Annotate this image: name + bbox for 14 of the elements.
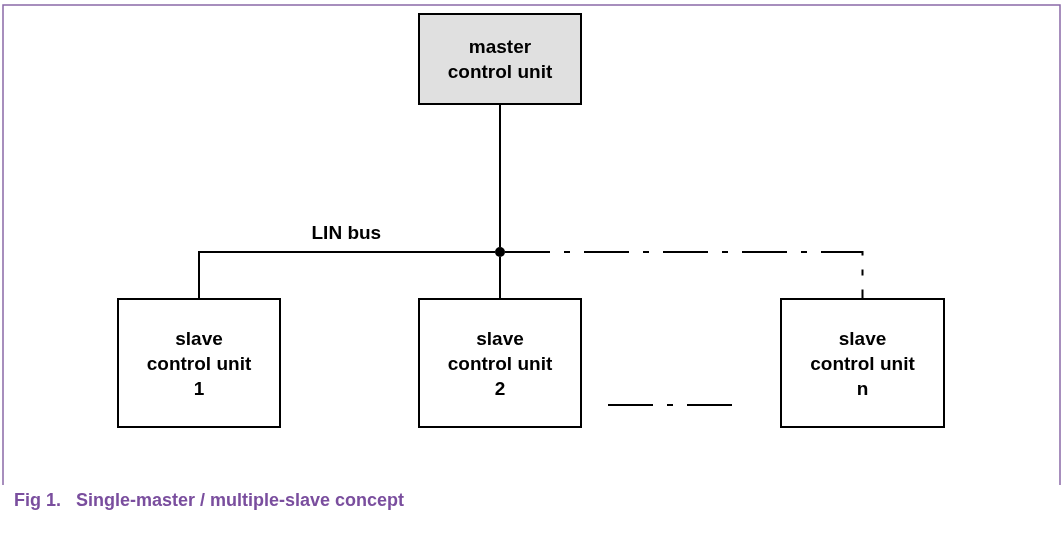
unit-name: slave control unit 2: [446, 326, 554, 401]
unit-name: slave control unit n: [809, 326, 916, 401]
bus-line: [504, 251, 864, 299]
master-box: [418, 13, 582, 105]
figure-caption: Fig 1. Single-master / multiple-slave concept: [14, 490, 405, 511]
slave-box: [780, 298, 945, 428]
bus-line: [198, 251, 496, 299]
bus-line: [499, 256, 501, 299]
slave-box: [117, 298, 281, 428]
unit-name: slave control unit 1: [145, 326, 253, 401]
junction-dot: [495, 247, 505, 257]
unit-name: master control unit: [446, 35, 554, 84]
slave-box: [418, 298, 582, 428]
bus-line: [499, 104, 501, 248]
